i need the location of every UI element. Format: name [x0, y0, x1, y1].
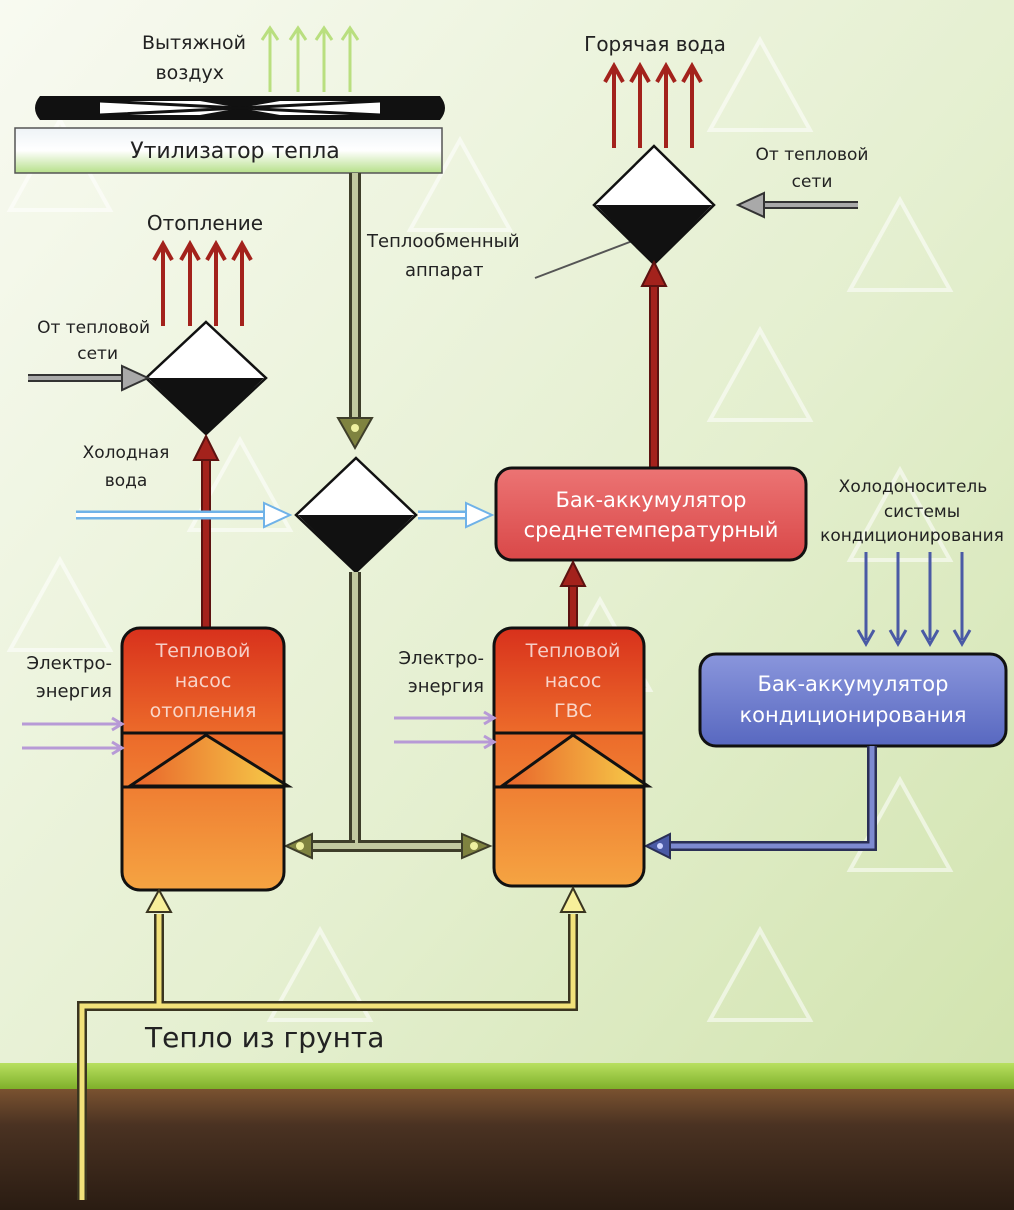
soil — [0, 1089, 1014, 1210]
tank-medium-label-2: среднетемпературный — [524, 518, 779, 542]
tank-medium-temperature — [494, 466, 808, 562]
heat-exchanger-pointer — [534, 239, 636, 279]
ground-heat-pipe — [77, 885, 587, 1200]
coolant-label-1: Холодоноситель — [839, 477, 988, 497]
heat-recovery-pipe — [336, 173, 374, 451]
heat-exchanger-label-1: Теплообменный — [366, 231, 520, 252]
from-network-right-arrow — [735, 191, 858, 219]
tank-to-hot-water-pipe — [640, 259, 668, 468]
heat-recovery-unit — [14, 127, 443, 174]
hp-heating-label-2: насос — [175, 670, 232, 692]
cond-tank-pipe — [643, 746, 877, 860]
from-network-left-label-1: От тепловой — [37, 318, 150, 338]
heat-pump-dhw — [492, 626, 653, 888]
hp-heating-label-1: Тепловой — [155, 640, 251, 662]
electricity-right-arrows — [394, 710, 497, 750]
electricity-right-label-2: энергия — [408, 676, 484, 697]
hp-dhw-label-2: насос — [545, 670, 602, 692]
grass-strip — [0, 1063, 1014, 1089]
tank-conditioning — [698, 652, 1008, 748]
heat-recovery-label: Утилизатор тепла — [130, 139, 340, 164]
electricity-left-label-2: энергия — [36, 681, 112, 702]
hp-dhw-label-1: Тепловой — [525, 640, 621, 662]
exhaust-air-arrows — [260, 25, 360, 92]
from-network-left-label-2: сети — [77, 344, 118, 364]
hot-water-label: Горячая вода — [584, 32, 726, 56]
from-network-right-label-1: От тепловой — [756, 145, 869, 165]
coolant-label-3: кондиционирования — [820, 526, 1004, 546]
dhw-pump-riser — [559, 559, 587, 628]
coolant-label-2: системы — [884, 502, 960, 522]
heat-pump-heating — [120, 626, 294, 892]
from-network-right-label-2: сети — [792, 172, 833, 192]
exhaust-air-label-1: Вытяжной — [142, 32, 246, 54]
cold-water-label-2: вода — [105, 471, 148, 491]
cold-water-label-1: Холодная — [83, 443, 170, 463]
middle-exchanger — [294, 456, 418, 574]
heating-pump-riser — [192, 433, 220, 628]
exchanger-return-pipe — [283, 572, 493, 860]
tank-cond-label-2: кондиционирования — [739, 703, 966, 727]
coolant-arrows — [856, 552, 972, 648]
hot-water-arrows — [603, 61, 703, 148]
heating-exchanger — [144, 320, 268, 436]
electricity-right-label-1: Электро- — [399, 648, 484, 669]
heat-exchanger-label-2: аппарат — [405, 260, 484, 281]
heating-label: Отопление — [147, 211, 263, 235]
ground-heat-label: Тепло из грунта — [144, 1021, 384, 1054]
tank-cond-label-1: Бак-аккумулятор — [758, 672, 949, 696]
electricity-left-label-1: Электро- — [27, 653, 112, 674]
hot-water-exchanger — [592, 144, 716, 266]
cold-water-arrow-in — [76, 501, 293, 529]
cold-water-arrow-out — [418, 501, 495, 529]
exhaust-air-label-2: воздух — [155, 62, 224, 84]
hp-heating-label-3: отопления — [150, 700, 257, 722]
from-network-left-arrow — [28, 364, 151, 392]
electricity-left-arrows — [22, 716, 125, 756]
exhaust-fan-icon — [35, 96, 445, 120]
hp-dhw-label-3: ГВС — [554, 700, 592, 722]
tank-medium-label-1: Бак-аккумулятор — [556, 488, 747, 512]
heating-arrows — [152, 239, 253, 326]
